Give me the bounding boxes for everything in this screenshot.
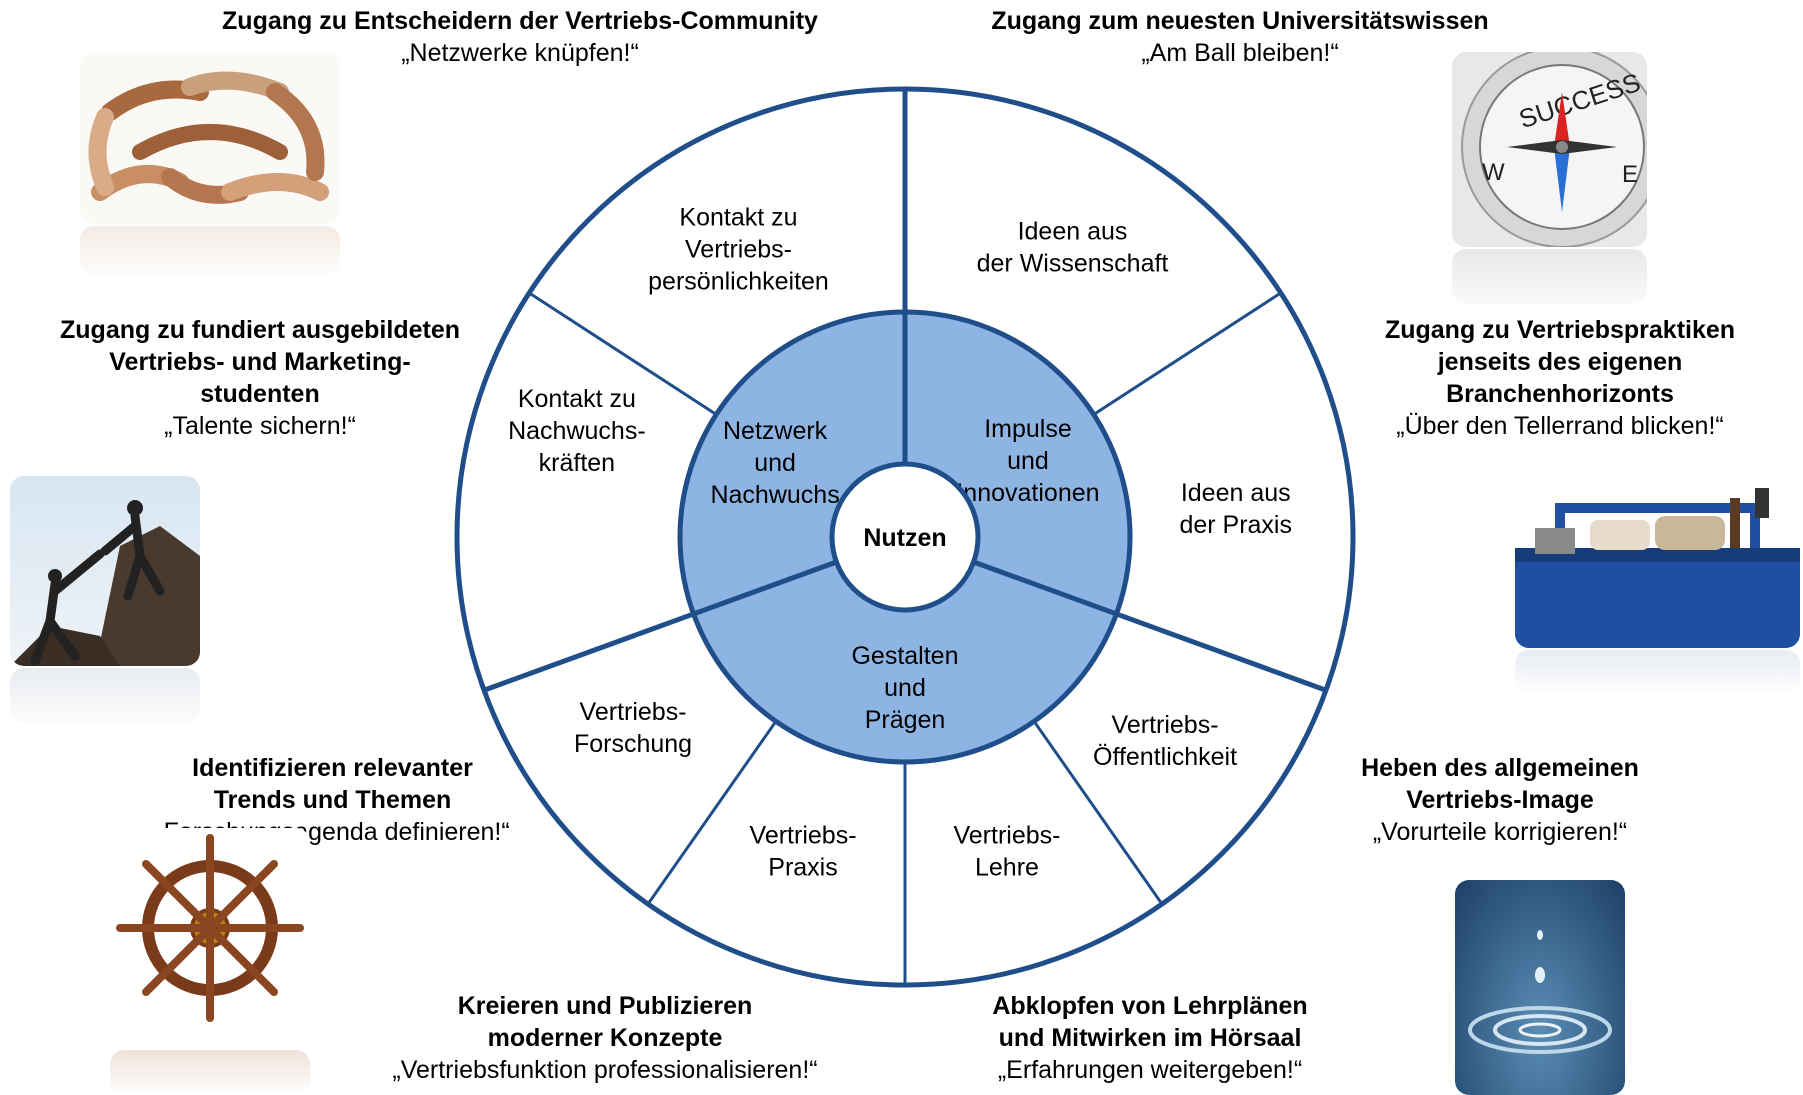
outer-segment-label: Vertriebs-Praxis — [750, 822, 857, 882]
inner-divider — [972, 559, 1118, 617]
caption-heading: Branchenhorizonts — [1446, 380, 1674, 408]
caption-heading: Abklopfen von Lehrplänen — [992, 992, 1308, 1020]
caption-heading: moderner Konzepte — [487, 1024, 723, 1052]
outer-divider — [1032, 720, 1164, 905]
compass-reflection — [1452, 249, 1647, 304]
caption-heading: Heben des allgemeinen — [1361, 754, 1639, 782]
caption-heading: Zugang zu Vertriebspraktiken — [1384, 316, 1736, 344]
center-circle: Nutzen — [829, 461, 981, 613]
center-circle-shape — [829, 461, 981, 613]
caption-bottom-left: Kreieren und Publizieren moderner Konzep… — [340, 990, 870, 1086]
ship-wheel-photo — [110, 828, 310, 1023]
inner-divider — [692, 559, 838, 617]
caption-quote: „Vertriebsfunktion professionalisieren!“ — [392, 1056, 818, 1084]
outer-divider — [1115, 611, 1327, 693]
toolbox-reflection — [1515, 650, 1800, 695]
climbers-photo — [10, 476, 200, 666]
outer-segment-label: Vertriebs-Forschung — [574, 698, 692, 758]
caption-quote: „Talente sichern!“ — [164, 412, 356, 440]
toolbox-icon — [1515, 488, 1800, 648]
center-label: Nutzen — [863, 524, 946, 552]
linked-hands-photo — [80, 52, 340, 224]
caption-quote: „Über den Tellerrand blicken!“ — [1396, 412, 1724, 440]
outer-divider — [483, 611, 695, 693]
caption-heading: Vertriebs-Image — [1406, 786, 1594, 814]
linked-hands-icon — [88, 71, 329, 204]
caption-top-left: Zugang zu Entscheidern der Vertriebs-Com… — [180, 5, 860, 69]
caption-heading: Trends und Themen — [213, 786, 452, 814]
caption-low-right: Heben des allgemeinen Vertriebs-Image „V… — [1290, 752, 1710, 848]
water-drop-photo — [1455, 880, 1625, 1095]
caption-quote: „Netzwerke knüpfen!“ — [401, 39, 639, 67]
caption-heading: studenten — [200, 380, 320, 408]
caption-quote: „Erfahrungen weitergeben!“ — [997, 1056, 1303, 1084]
caption-heading: und Mitwirken im Hörsaal — [998, 1024, 1302, 1052]
caption-heading: Zugang zum neuesten Universitätswissen — [991, 7, 1489, 35]
caption-heading: Identifizieren relevanter — [192, 754, 473, 782]
linked-hands-reflection — [80, 226, 340, 276]
caption-bottom-right: Abklopfen von Lehrplänen und Mitwirken i… — [950, 990, 1350, 1086]
climbers-icon — [10, 500, 200, 666]
toolbox-photo — [1515, 488, 1800, 648]
ship-wheel-reflection — [110, 1050, 310, 1095]
compass-photo: SUCCESS W E — [1452, 52, 1647, 247]
outer-segment-label: Vertriebs-Lehre — [953, 822, 1060, 882]
water-drop-icon — [1468, 930, 1612, 1054]
caption-heading: Zugang zu Entscheidern der Vertriebs-Com… — [222, 7, 818, 35]
caption-heading: jenseits des eigenen — [1437, 348, 1683, 376]
ship-wheel-icon — [116, 834, 304, 1022]
outer-divider — [1092, 291, 1282, 416]
caption-heading: Vertriebs- und Marketing- — [109, 348, 411, 376]
caption-quote: „Vorurteile korrigieren!“ — [1372, 818, 1628, 846]
caption-mid-left: Zugang zu fundiert ausgebildeten Vertrie… — [20, 314, 500, 442]
caption-mid-right: Zugang zu Vertriebspraktiken jenseits de… — [1330, 314, 1790, 442]
compass-west-letter: W — [1482, 159, 1505, 186]
caption-heading: Kreieren und Publizieren — [457, 992, 753, 1020]
caption-top-right: Zugang zum neuesten Universitätswissen „… — [930, 5, 1550, 69]
climbers-reflection — [10, 668, 200, 723]
outer-divider — [528, 291, 718, 416]
outer-segment-label: Vertriebs-Öffentlichkeit — [1093, 711, 1237, 771]
outer-divider — [646, 720, 778, 905]
caption-heading: Zugang zu fundiert ausgebildeten — [60, 316, 460, 344]
caption-quote: „Am Ball bleiben!“ — [1141, 39, 1339, 67]
compass-east-letter: E — [1622, 161, 1638, 188]
compass-icon: SUCCESS W E — [1461, 52, 1647, 247]
